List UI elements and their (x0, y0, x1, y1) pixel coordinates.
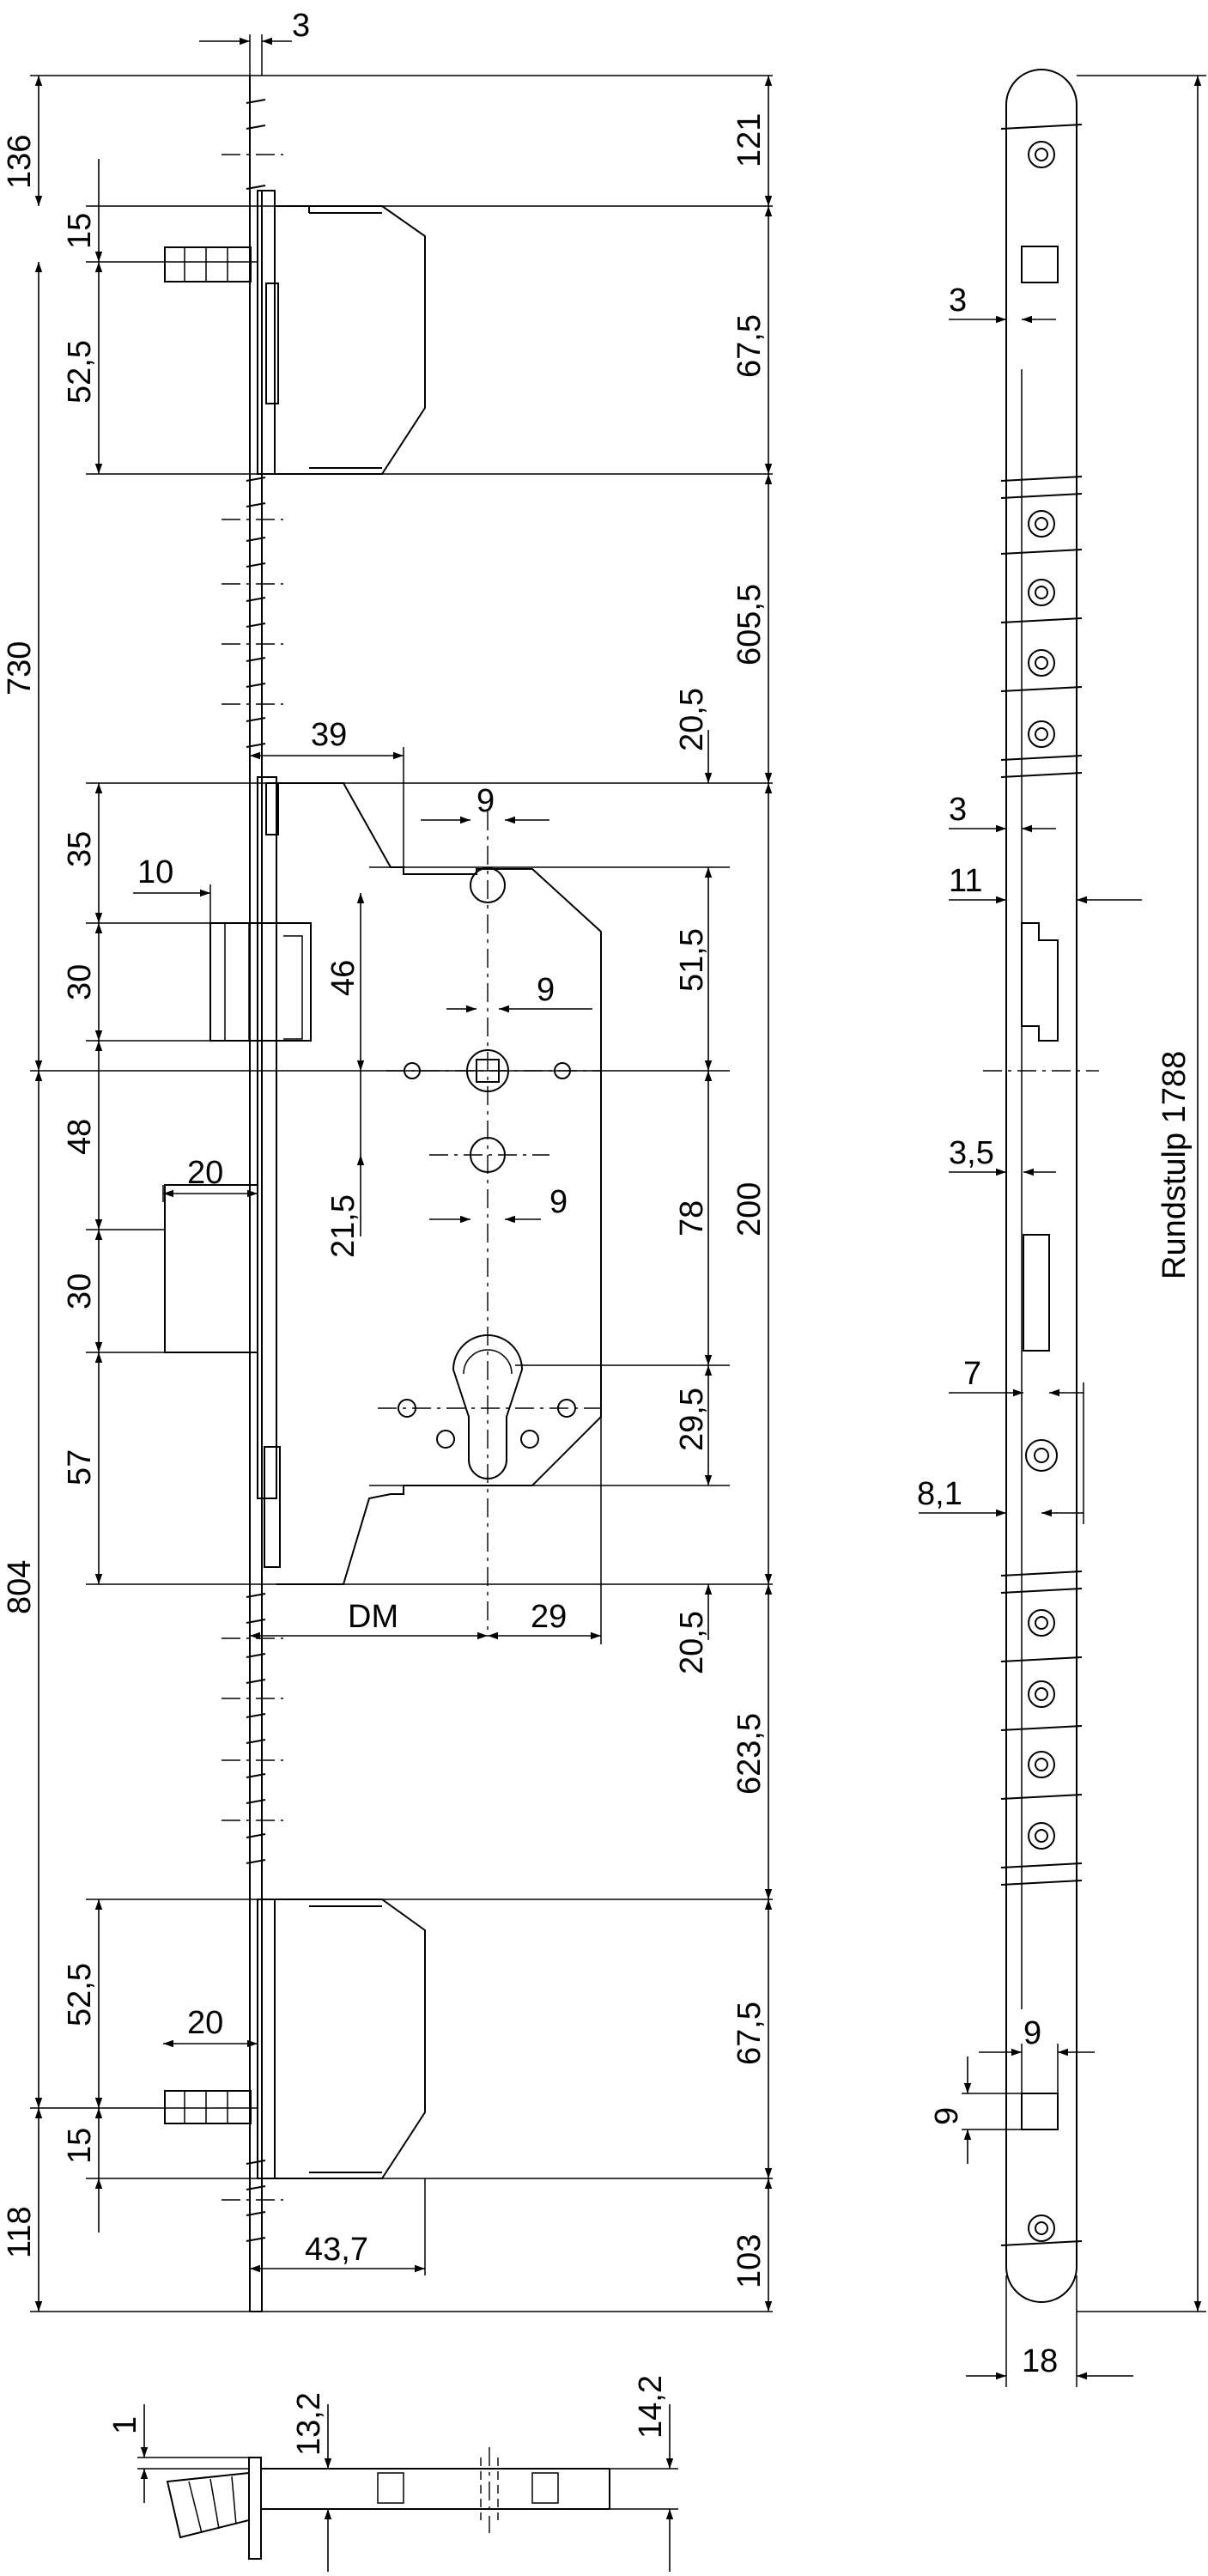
dim-39: 39 (311, 717, 347, 753)
dim-9-horizontal: 9 (1023, 2015, 1041, 2051)
dim-10: 10 (137, 854, 173, 890)
dim-15-bot: 15 (62, 2128, 98, 2164)
dim-29-5: 29,5 (674, 1388, 710, 1451)
dim-43-7: 43,7 (305, 2232, 368, 2268)
side-view-labels: 3 3 11 3,5 7 8,1 9 9 18 Rundstulp 1788 (917, 283, 1193, 2379)
bottom-section-view: 1 13,2 14,2 (107, 2375, 678, 2572)
dim-48: 48 (62, 1119, 98, 1155)
faceplate-side-view: 3 3 11 3,5 7 8,1 9 9 18 Rundstulp 1788 (917, 69, 1206, 2387)
dim-30-a: 30 (62, 964, 98, 1000)
dim-3-top: 3 (292, 8, 310, 44)
dim-9-c: 9 (549, 1184, 568, 1220)
dim-20-a: 20 (187, 1155, 223, 1191)
dim-118: 118 (2, 2206, 38, 2258)
rundstulp-label: Rundstulp 1788 (1156, 1051, 1193, 1279)
dim-9-vertical: 9 (929, 2107, 965, 2125)
dim-52-5-top: 52,5 (62, 340, 98, 404)
dim-dm: DM (348, 1599, 398, 1635)
dim-29: 29 (531, 1599, 567, 1635)
section-view-labels: 1 13,2 14,2 (107, 2375, 669, 2456)
dim-52-5-bot: 52,5 (62, 1963, 98, 2026)
front-view: 3 136 121 15 52,5 67,5 730 605,5 39 20,5… (2, 8, 773, 2312)
main-lock-case (164, 776, 602, 1631)
dim-57: 57 (62, 1449, 98, 1485)
dim-20-b: 20 (187, 2005, 223, 2041)
dim-14-2: 14,2 (633, 2375, 669, 2439)
dim-20-5-top: 20,5 (674, 688, 710, 751)
dim-200: 200 (731, 1182, 768, 1236)
dim-67-5-top: 67,5 (731, 314, 768, 378)
dim-21-5: 21,5 (325, 1194, 361, 1258)
dim-3-5: 3,5 (949, 1135, 994, 1171)
dim-51-5: 51,5 (674, 928, 710, 992)
dim-11: 11 (949, 863, 982, 899)
extension-lines (30, 75, 773, 2312)
dim-78: 78 (674, 1200, 710, 1236)
dim-1: 1 (107, 2416, 143, 2434)
dim-18: 18 (1022, 2343, 1058, 2379)
horizontal-dimensions (133, 37, 601, 2273)
dim-46: 46 (325, 960, 361, 996)
dim-605-5: 605,5 (731, 584, 768, 665)
dim-3-a: 3 (949, 283, 967, 319)
top-locking-unit (164, 190, 426, 475)
dim-35: 35 (62, 831, 98, 867)
faceplate-holes (1025, 141, 1058, 2242)
dim-8-1: 8,1 (917, 1476, 962, 1512)
dim-13-2: 13,2 (291, 2392, 327, 2456)
front-view-labels: 3 136 121 15 52,5 67,5 730 605,5 39 20,5… (2, 8, 768, 2288)
vertical-dimensions (34, 76, 773, 2312)
dim-30-b: 30 (62, 1273, 98, 1309)
dim-730: 730 (2, 641, 38, 696)
dim-3-b: 3 (949, 792, 967, 828)
dim-121: 121 (731, 113, 768, 167)
dim-103: 103 (731, 2234, 768, 2288)
dim-9-a: 9 (477, 783, 495, 819)
dim-804: 804 (2, 1560, 38, 1614)
dim-9-b: 9 (537, 972, 555, 1008)
dim-7: 7 (963, 1356, 981, 1392)
dim-136: 136 (2, 135, 38, 189)
dim-623-5: 623,5 (731, 1713, 768, 1795)
dim-67-5-bot: 67,5 (731, 2002, 768, 2065)
dim-20-5-bot: 20,5 (674, 1611, 710, 1674)
dim-15-top: 15 (62, 213, 98, 249)
